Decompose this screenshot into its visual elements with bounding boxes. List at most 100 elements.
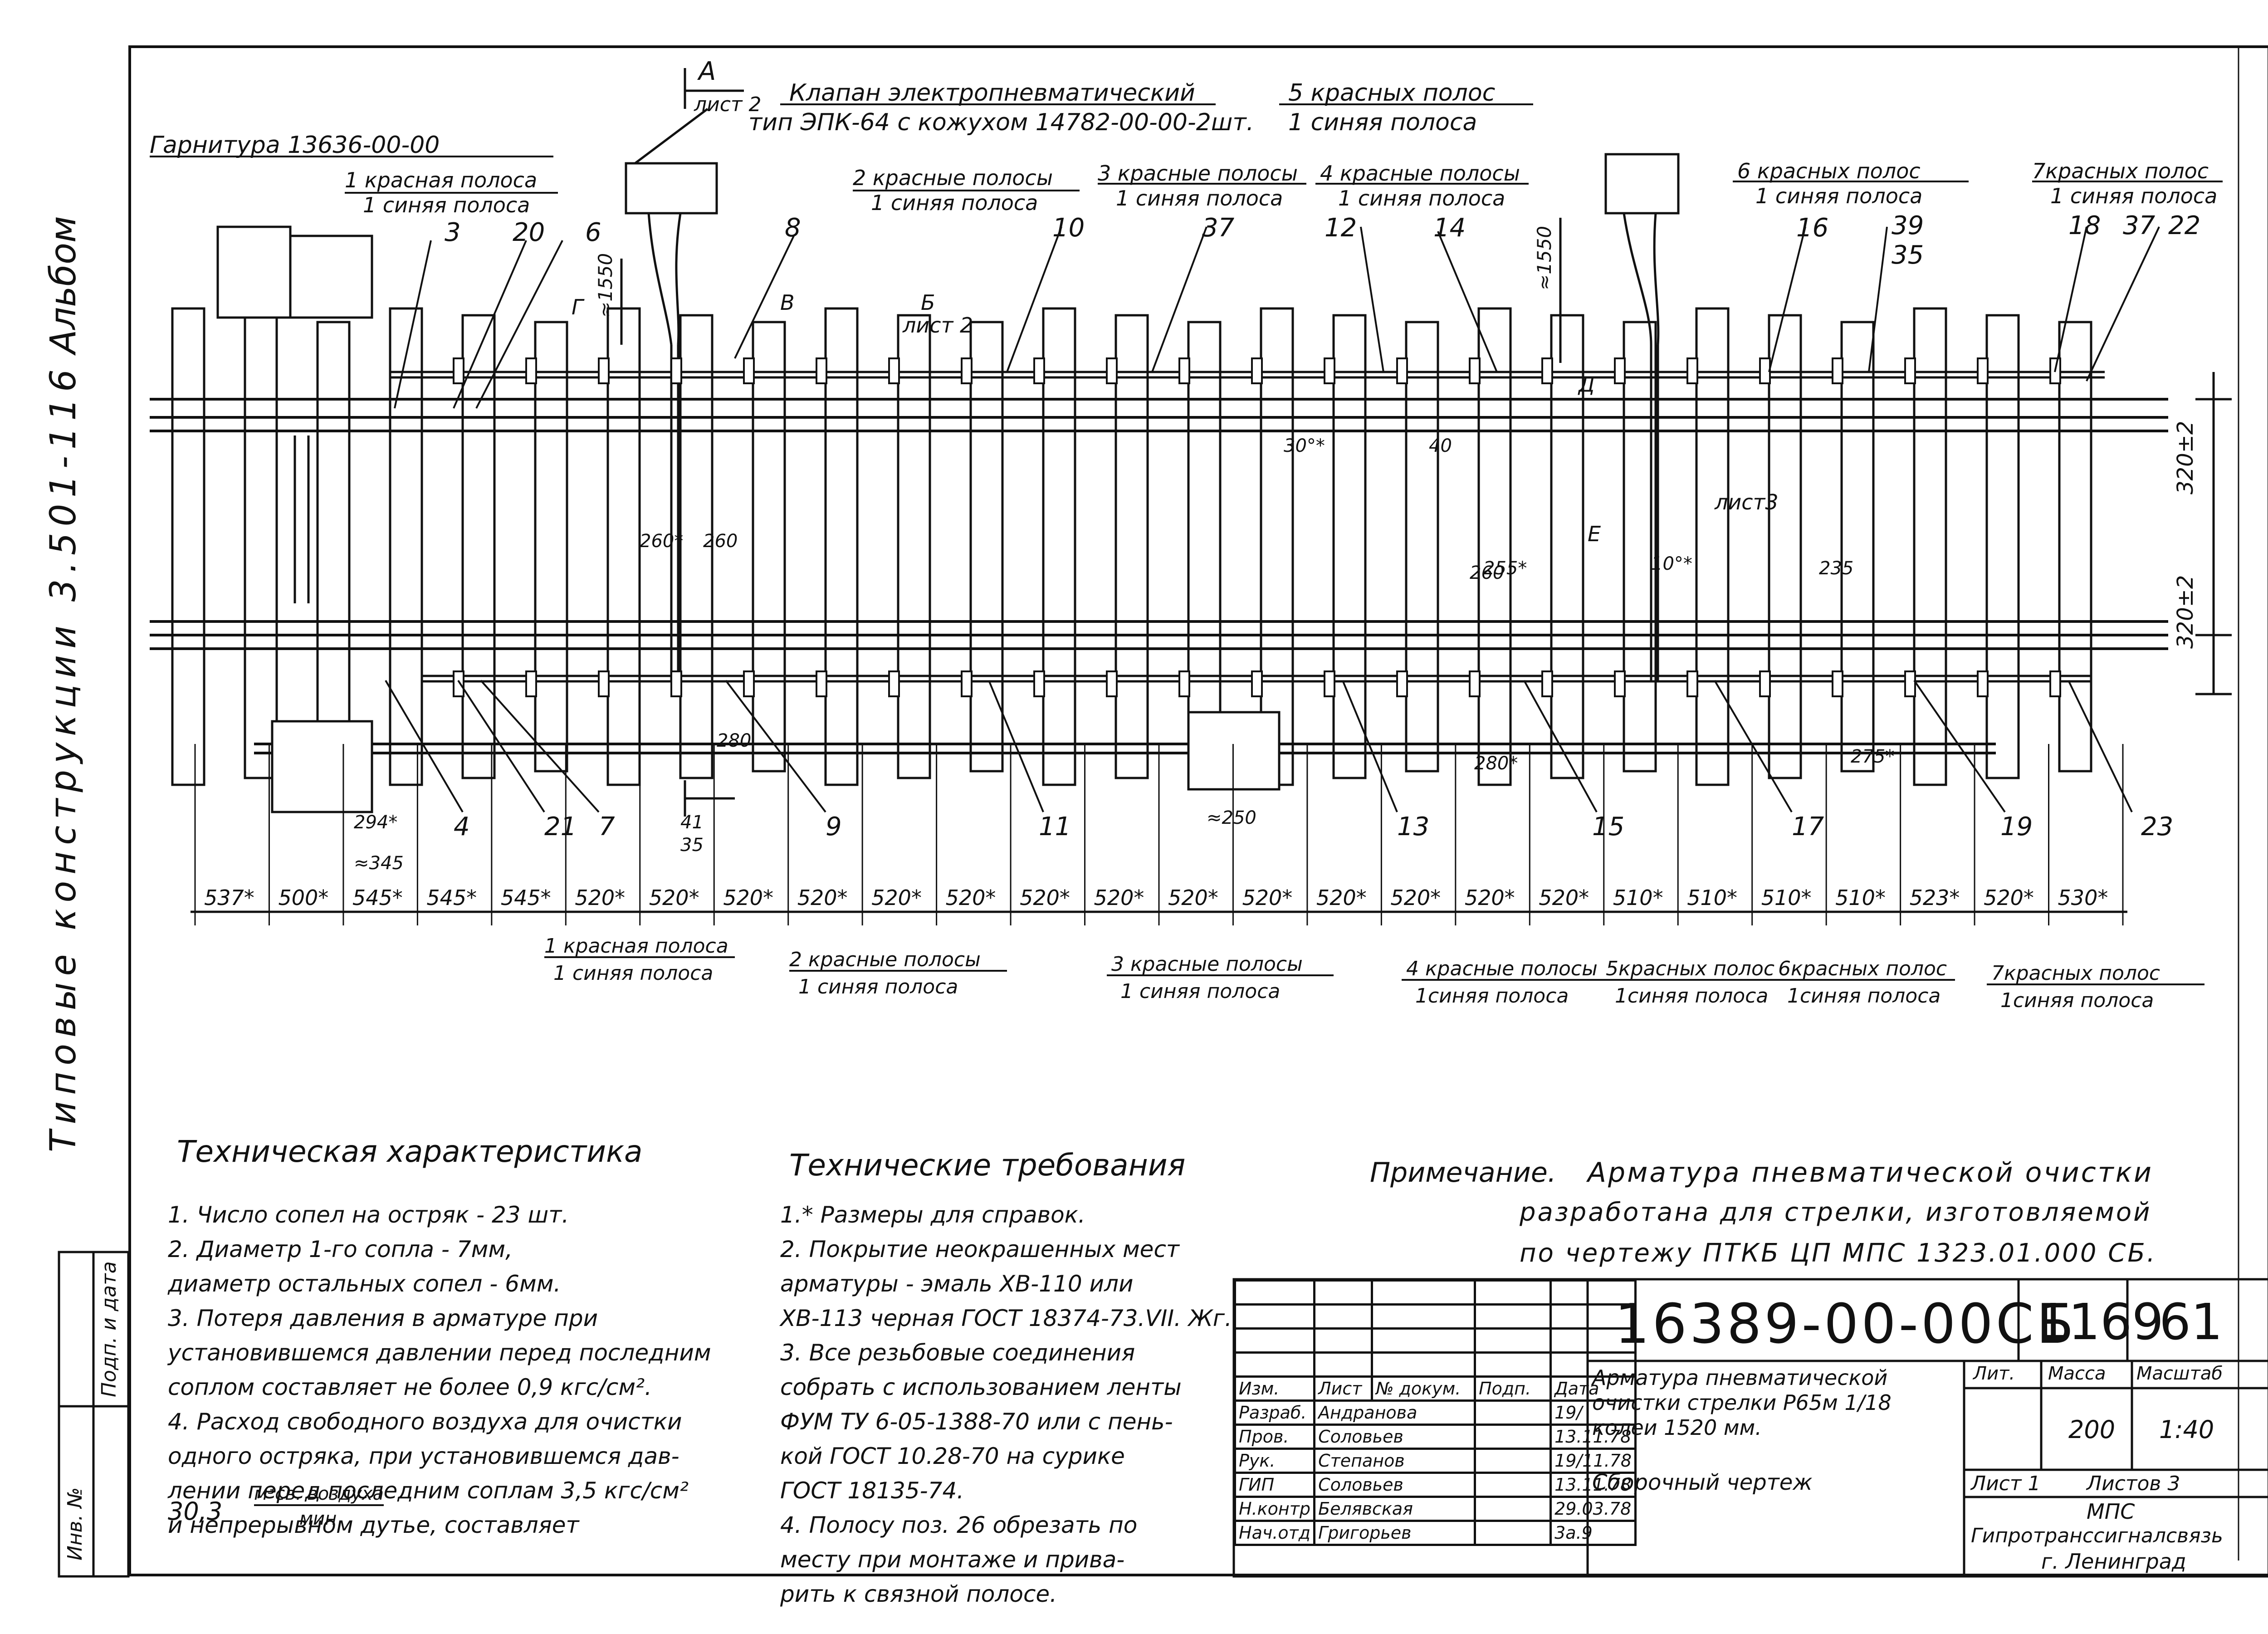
nozzle [1614,357,1626,384]
tech-char-line: соплом составляет не более 0,9 кгс/см². [168,1374,652,1400]
bottom-stripe-blue: 1синяя полоса [2000,989,2154,1012]
sleeper [534,321,568,773]
nozzle [1469,670,1481,697]
spacing-dimension: 545* [352,885,403,910]
sheets-label: Листов 3 [2087,1472,2180,1495]
title-line-1: Арматура пневматической [1592,1365,1888,1390]
revision-cell [1549,1279,1637,1306]
nozzle [1832,357,1843,384]
tech-req-line: 4. Полосу поз. 26 обрезать по [780,1512,1138,1538]
sleeper [1477,307,1512,786]
section-marker: Б [921,290,935,315]
tech-char-value: 30,3 [168,1497,223,1526]
bottom-stripe-blue: 1 синяя полоса [1120,980,1281,1003]
nozzle [961,357,973,384]
tech-char-line: 1. Число сопел на остряк - 23 шт. [168,1202,569,1228]
bottom-stripe-blue: 1 синяя полоса [798,975,958,998]
top-stripe-red: 7красных полос [2032,159,2209,183]
revision-cell [1313,1279,1374,1306]
spacing-dimension: 520* [1316,885,1367,910]
position-number: 4 [454,812,470,841]
title-subtitle: Сборочный чертеж [1592,1470,1813,1495]
spacing-dimension: 545* [426,885,477,910]
sleeper [1042,307,1076,786]
top-5red: 5 красных полос [1288,79,1496,107]
doc-number: 16389-00-00СБ [1615,1293,2077,1356]
nozzles [453,357,2061,697]
name-cell: Соловьев [1313,1424,1476,1450]
top-stripe-blue: 1 синяя полоса [363,193,530,217]
tech-char-line: установившемся давлении перед последним [168,1340,711,1366]
top-stripe-red: 6 красных полос [1737,159,1921,183]
top-stripe-blue: 1 синяя полоса [871,191,1038,215]
nozzle [1977,670,1989,697]
tech-char-line: и непрерывном дутье, составляет [168,1512,579,1538]
sleeper [969,321,1004,773]
series-label: Типовые конструкции 3.501-116 [43,363,84,1152]
position-number: 20 [513,218,545,247]
sleeper [1260,307,1294,786]
dimension-label: 255* [1483,558,1527,579]
doc-code-2: 61 [2159,1293,2223,1351]
signature-cell [1474,1472,1552,1498]
nozzle [1033,670,1045,697]
rails [150,398,2168,754]
revision-cell [1371,1279,1476,1306]
nozzle [1469,357,1481,384]
spacing-dimension: 510* [1835,885,1886,910]
section-marker: В [780,290,795,315]
revision-cell [1233,1351,1316,1378]
spacing-dimension: 520* [649,885,699,910]
spacing-dimension: 520* [723,885,773,910]
position-number: 22 [2168,211,2201,240]
dimension-label: 280 [717,730,752,751]
revision-cell [1474,1351,1552,1378]
position-number: 12 [1325,213,1357,243]
nozzle [453,670,464,697]
nozzle [1251,357,1263,384]
note-line-1: Арматура пневматической очистки [1588,1157,2153,1189]
sleeper [1332,314,1367,779]
role-cell: Н.контр [1233,1496,1316,1522]
spacing-dimension: 537* [204,885,254,910]
tech-req-title: Технические требования [789,1148,1186,1183]
nozzle [1541,357,1553,384]
nozzle [598,357,610,384]
sleeper [606,307,641,786]
dimension-label: 10°* [1651,553,1692,574]
section-marker: лист3 [1715,490,1779,514]
bottom-stripe-red: 1 красная полоса [544,934,728,958]
tech-char-line: 3. Потеря давления в арматуре при [168,1305,598,1331]
sleeper [1550,314,1584,779]
revision-cell [1371,1351,1476,1378]
position-number: 16 [1796,213,1829,243]
section-a-top: А [699,57,716,86]
sleeper [1913,307,1947,786]
position-number: 11 [1039,812,1071,841]
sleeper [171,307,205,786]
position-number: 9 [826,812,842,841]
bottom-stripe-red: 4 красные полосы [1406,957,1598,980]
tech-req-line: месту при монтаже и прива- [780,1546,1125,1573]
note-line-2: разработана для стрелки, изготовляемой [1520,1198,2152,1227]
revision-cell [1474,1303,1552,1330]
dimension-label: 235 [1819,558,1854,579]
position-number: 14 [1433,213,1466,243]
spacing-dimension: 520* [1984,885,2034,910]
nozzle [1178,670,1190,697]
nozzle [1904,357,1916,384]
spacing-dimension: 545* [501,885,551,910]
signature-cell [1474,1496,1552,1522]
sleeper [1114,314,1149,779]
sign-label: Подп. и дата [98,1261,121,1397]
tech-char-line: лении перед последним соплам 3,5 кгс/см² [168,1477,689,1504]
spacing-dimension: 520* [946,885,996,910]
tech-char-line: диаметр остальных сопел - 6мм. [168,1271,561,1297]
revision-cell [1474,1327,1552,1354]
revision-cell [1233,1279,1316,1306]
dimension-label: ≈345 [354,853,404,874]
position-number: 17 [1792,812,1824,841]
spacing-dimension: 520* [797,885,848,910]
nozzle [1033,357,1045,384]
tech-req-line: 2. Покрытие неокрашенных мест [780,1236,1180,1262]
